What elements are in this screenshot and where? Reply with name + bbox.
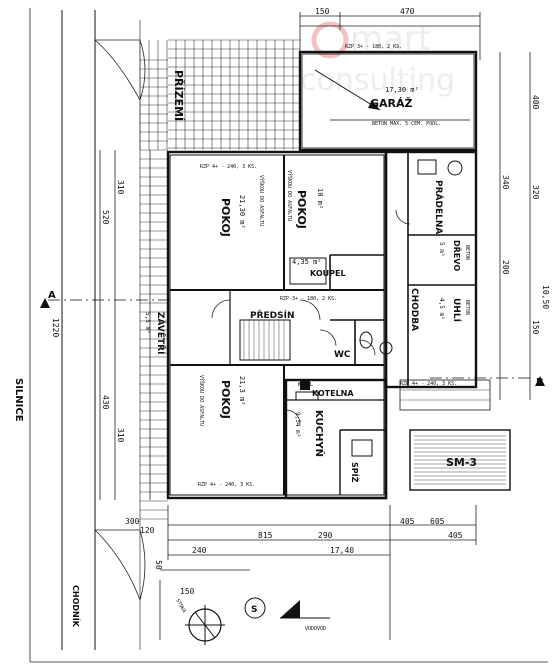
sheet-border xyxy=(29,8,548,663)
dim-r-400: 400 xyxy=(531,95,540,110)
dimension-numbers: 150 470 400 340 320 200 10,50 150 310 52… xyxy=(51,7,550,596)
room-drevo: DŘEVO xyxy=(452,240,463,271)
labels: PŘÍZEMÍ GARÁŽ 17,30 m² BETON MAX. 5 CEM.… xyxy=(13,44,544,632)
staircase xyxy=(239,319,291,361)
label-rzp-1: RZP 4+ - 240, 3 KS. xyxy=(200,164,257,170)
room-uhli-area: 4,5 m² xyxy=(438,298,445,320)
plan-title: PŘÍZEMÍ xyxy=(172,70,185,121)
scale-wedge xyxy=(280,600,330,619)
dim-r-1050: 10,50 xyxy=(541,285,550,309)
dim-l-310b: 310 xyxy=(116,428,125,443)
label-vyska-asfalt-2: VÝŠKOU DO ASFALTU xyxy=(286,170,293,221)
room-garaz: GARÁŽ xyxy=(370,97,413,110)
room-pradelna: PRÁDELNA xyxy=(433,180,445,234)
label-north: S xyxy=(251,605,257,615)
dim-b-150: 150 xyxy=(180,587,195,596)
door-swings xyxy=(211,209,411,425)
label-section-a: A xyxy=(48,290,56,301)
room-spiz: SPÍŽ xyxy=(350,462,361,483)
label-vyska-asfalt-1: VÝŠKOU DO ASFALTU xyxy=(258,175,265,226)
dim-b-120: 120 xyxy=(140,526,155,535)
dim-b-300: 300 xyxy=(125,517,140,526)
room-drevo-area: 5 m² xyxy=(438,242,445,256)
interior-walls xyxy=(170,152,476,495)
dim-b-240: 240 xyxy=(192,546,207,555)
dim-l-520: 520 xyxy=(101,210,110,225)
label-vyska-asfalt-3: VÝŠKOU DO ASFALTU xyxy=(198,375,205,426)
dim-b-50: 50 xyxy=(154,560,163,570)
watermark: mart consulting xyxy=(300,19,455,98)
label-beton-max: BETON MAX. 5 CEM. PODL. xyxy=(372,121,441,127)
dim-b-290: 290 xyxy=(318,531,333,540)
room-pokoj-bottom: POKOJ xyxy=(219,380,232,419)
north-arrow xyxy=(185,597,266,645)
room-sm3: SM-3 xyxy=(446,456,477,469)
label-rzp-2: RZP 3+ - 180, 2 KS. xyxy=(345,44,402,50)
room-uhli: UHLÍ xyxy=(451,298,463,323)
room-predsin: PŘEDSÍN xyxy=(250,309,295,321)
label-kotel: KOTEL xyxy=(298,382,313,388)
label-rzp-4: RZP 3+ - 180, 2 KS. xyxy=(280,296,337,302)
label-beton-1: BETON xyxy=(464,245,470,260)
dim-top-150: 150 xyxy=(315,7,330,16)
label-beton-2: BETON xyxy=(464,300,470,315)
dim-b-1740: 17,40 xyxy=(330,546,354,555)
label-rzp-3: RZP 4+ - 240, 3 KS. xyxy=(198,482,255,488)
room-koupelna: KOUPEL xyxy=(310,269,346,278)
room-pokoj-top: POKOJ xyxy=(219,198,232,237)
dimension-lines xyxy=(99,12,531,640)
fixtures xyxy=(289,159,463,457)
gate-swing-bottom xyxy=(94,529,146,601)
dim-r-320: 320 xyxy=(531,185,540,200)
dim-l-1220: 1220 xyxy=(51,318,60,337)
building-outline xyxy=(166,50,478,500)
entrance-steps xyxy=(399,379,491,411)
svg-text:consulting: consulting xyxy=(300,63,455,98)
garage-ramp-arrow xyxy=(314,69,470,121)
dim-r-200: 200 xyxy=(501,260,510,275)
dim-b-405b: 405 xyxy=(448,531,463,540)
label-stoka: STOKA xyxy=(174,598,187,614)
label-chodnik: CHODNÍK xyxy=(71,585,82,628)
room-chodba: CHODBA xyxy=(409,288,419,331)
garden-grid xyxy=(139,39,300,520)
label-section-b: B xyxy=(536,377,544,388)
room-pokoj-top-area: 21,30 m² xyxy=(238,195,246,229)
dim-l-310: 310 xyxy=(116,180,125,195)
room-zadveri-area: 5,5 m² xyxy=(144,312,151,334)
room-pokoj-mid-area: 10 m² xyxy=(316,188,324,209)
dim-l-430: 430 xyxy=(101,395,110,410)
dim-b-815: 815 xyxy=(258,531,273,540)
room-kuchyn: KUCHYŇ xyxy=(313,410,326,457)
dim-top-470: 470 xyxy=(400,7,415,16)
room-garaz-area: 17,30 m² xyxy=(385,86,419,94)
dim-b-605: 605 xyxy=(430,517,445,526)
label-rzp-5: RZP 4+ - 240, 3 KS. xyxy=(400,381,457,387)
dim-b-405: 405 xyxy=(400,517,415,526)
room-kotelna: KOTELNA xyxy=(312,389,354,398)
room-pokoj-bottom-area: 21,3 m² xyxy=(238,376,246,406)
gate-swing-top xyxy=(94,39,146,101)
room-koupelna-area: 4,35 m² xyxy=(292,258,322,266)
label-vodovod: VODOVOD xyxy=(305,626,326,632)
room-zadveri: ZÁVĚTŘÍ xyxy=(155,312,167,355)
section-line xyxy=(40,298,545,386)
road-edge xyxy=(61,10,141,650)
dim-r-150: 150 xyxy=(531,320,540,335)
room-pokoj-mid: POKOJ xyxy=(295,190,308,229)
dim-r-340: 340 xyxy=(501,175,510,190)
room-wc: WC xyxy=(334,350,351,360)
room-kuchyn-area: 9,34 m² xyxy=(294,412,301,437)
label-silnice: SILNICE xyxy=(13,378,24,422)
sm3-block xyxy=(409,429,511,491)
